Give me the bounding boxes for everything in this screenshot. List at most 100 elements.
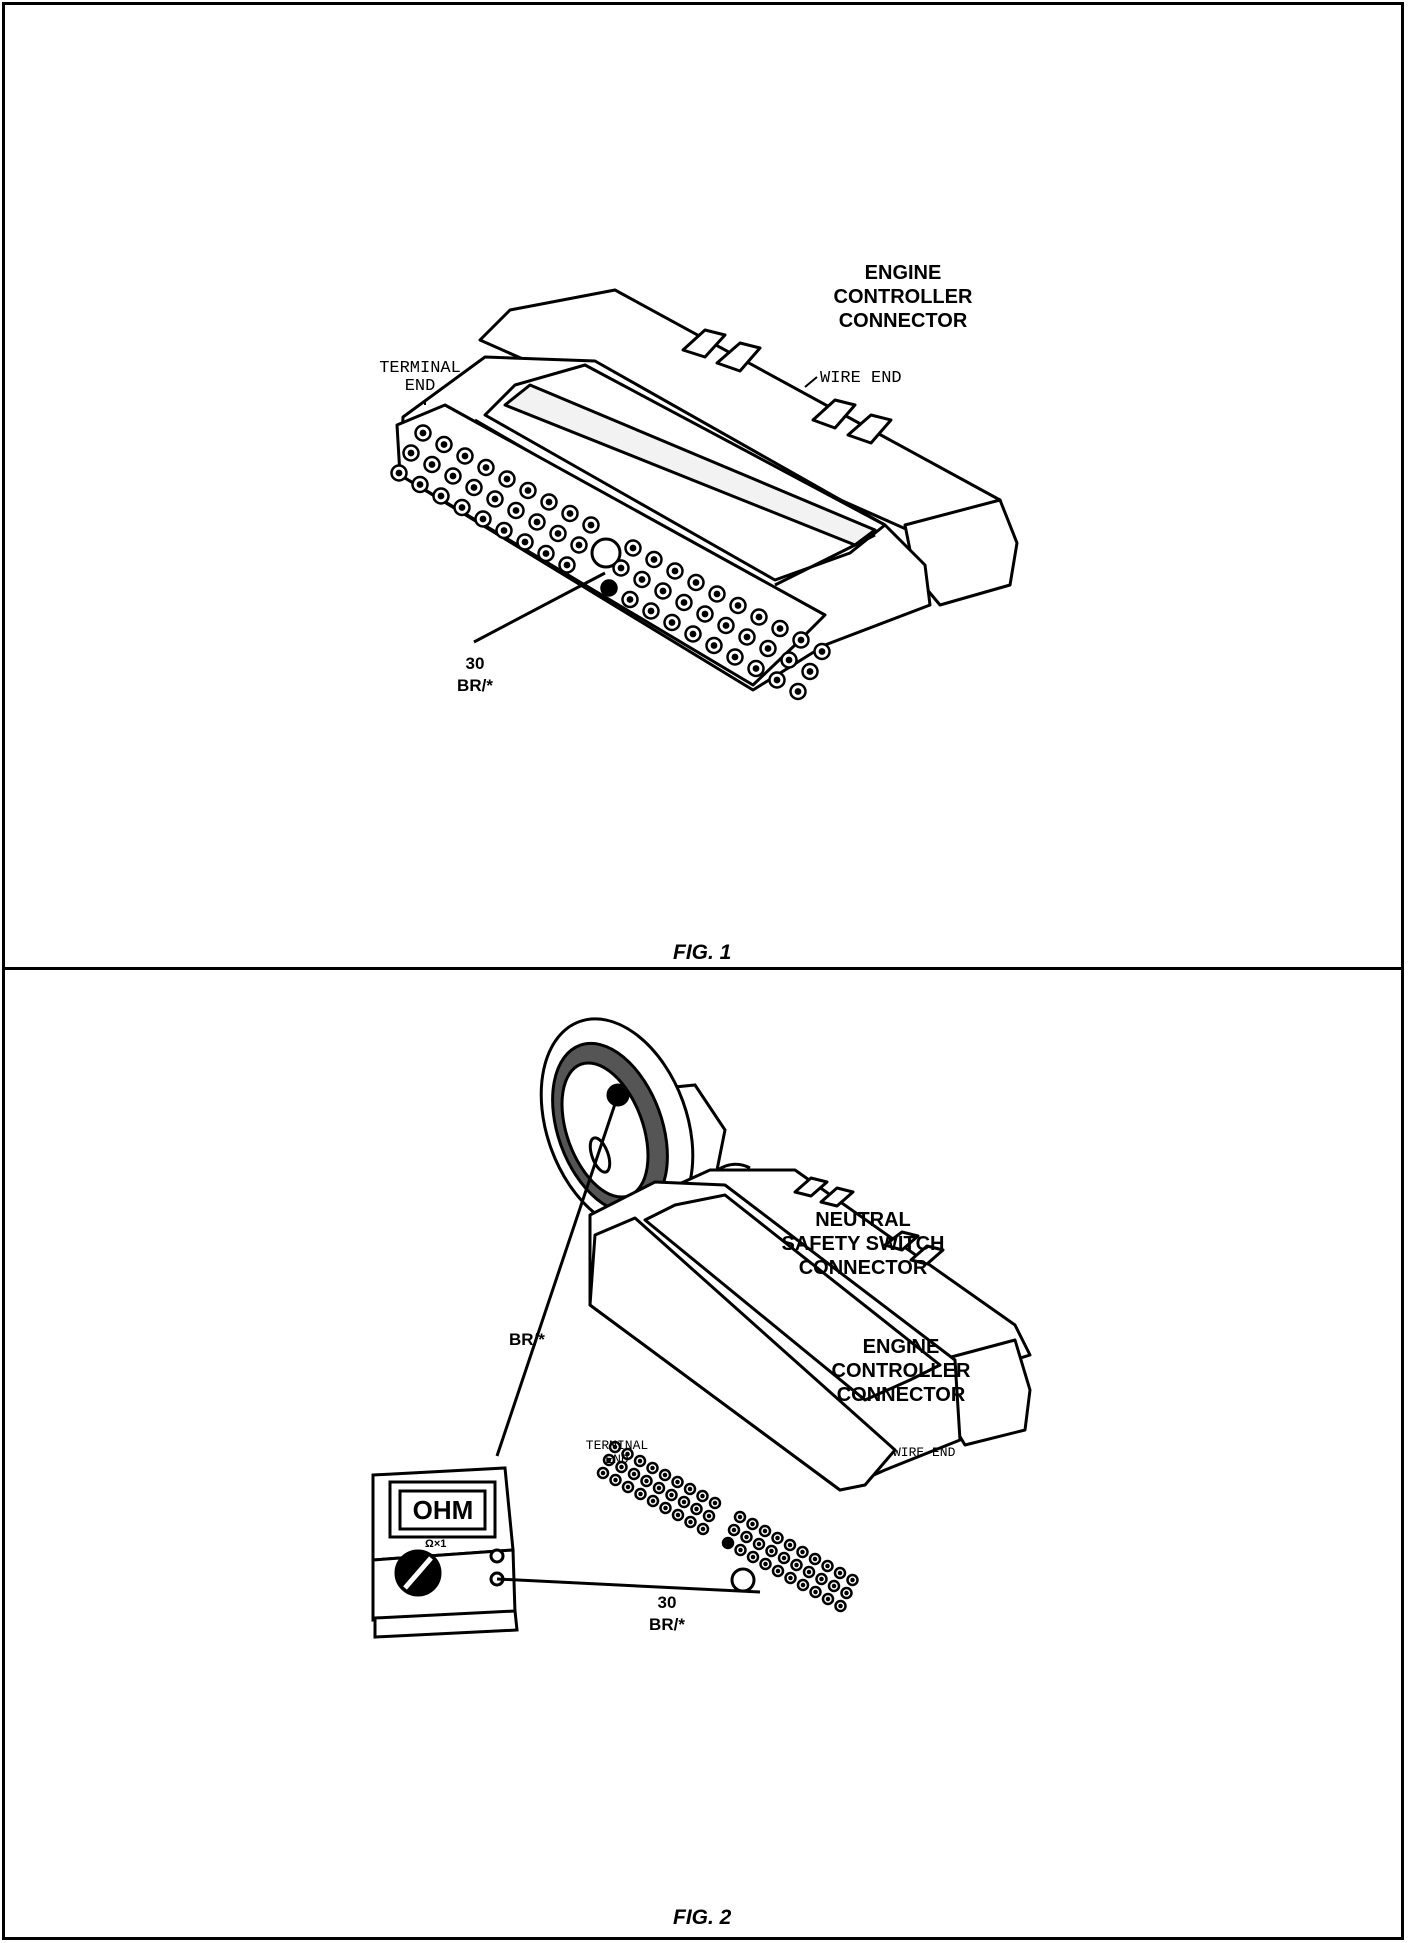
connector-pin-center	[734, 602, 742, 609]
terminal-end-label-2: TERMINAL END	[577, 1439, 657, 1467]
connector-pin-center	[479, 515, 487, 523]
connector-pin-center	[700, 1493, 705, 1499]
connector-title-line-3: CONNECTOR	[838, 310, 968, 332]
connector-pin-center	[837, 1570, 843, 1576]
meter-range: Ω×1	[425, 1538, 447, 1550]
connector-pin-center	[656, 1485, 662, 1491]
connector-pin-center	[675, 1479, 680, 1485]
connector-title-1: ENGINE CONTROLLER CONNECTOR	[833, 261, 973, 333]
connector-pin-center	[482, 464, 490, 471]
connector-pin-center	[461, 452, 469, 460]
connector-pin-center	[500, 527, 508, 534]
connector-pin-center	[524, 487, 532, 494]
connector-pin-center	[625, 1451, 630, 1457]
connector-pin-center	[788, 1575, 793, 1581]
connector-pin-center	[688, 1519, 693, 1525]
terminal-end-line-2: END	[404, 377, 436, 396]
connector-pin-center	[512, 507, 520, 514]
connector-pin-center	[625, 1484, 631, 1490]
connector-title-line-2: CONTROLLER	[831, 1360, 971, 1382]
connector-pin-center	[617, 564, 625, 572]
connector-pin-center	[659, 587, 667, 595]
connector-pin-center	[800, 1582, 806, 1588]
connector-pin-center	[626, 596, 634, 603]
connector-pin-center	[800, 1549, 805, 1555]
connector-pin-center	[744, 1534, 749, 1540]
connector-pin-center	[612, 1444, 618, 1450]
connector-pin-center	[700, 1526, 706, 1532]
connector-pin-center	[750, 1554, 756, 1560]
pin-number: 30	[657, 1593, 677, 1612]
terminal-end-line-1: TERMINAL	[379, 359, 461, 378]
connector-title-line-1: ENGINE	[864, 262, 942, 284]
connector-pin-center	[806, 668, 814, 675]
connector-pin-center	[416, 481, 424, 488]
connector-pin-center	[694, 1506, 699, 1512]
connector-pin-center	[819, 1576, 824, 1582]
wire-color: BR/*	[649, 1615, 685, 1634]
terminal-end-label-1: TERMINAL END	[365, 360, 475, 396]
terminal-end-line-1: TERMINAL	[585, 1438, 649, 1453]
connector-pin-center	[737, 1514, 743, 1520]
connector-pin-center	[776, 625, 784, 632]
connector-pin-center	[797, 636, 805, 644]
pin-number: 30	[465, 654, 485, 673]
wire-end-label-1: WIRE END	[820, 369, 902, 388]
connector-pin-center	[794, 688, 802, 695]
connector-pin-center	[503, 475, 511, 483]
connector-pin-center	[600, 1470, 606, 1476]
connector-pin-center	[521, 538, 529, 546]
connector-pin-center	[681, 1499, 687, 1505]
connector-pin-center	[775, 1568, 781, 1574]
connector-title-line-2: CONTROLLER	[833, 286, 973, 308]
connector-pin-center	[440, 441, 448, 448]
connector-title-2: ENGINE CONTROLLER CONNECTOR	[831, 1335, 971, 1407]
connector-pin-center	[712, 1500, 718, 1506]
connector-pin-center	[566, 510, 574, 517]
connector-pin-center	[850, 1577, 855, 1583]
connector-pin-center	[638, 1491, 643, 1497]
connector-pin-center	[781, 1555, 787, 1561]
switch-wire-color: BR/*	[509, 1330, 545, 1349]
connector-pin-center	[606, 1457, 612, 1463]
connector-pin-center	[787, 1542, 793, 1548]
connector-pin-center	[575, 541, 583, 549]
connector-pin-center	[647, 607, 655, 615]
connector-pin-center	[701, 610, 709, 618]
figure-2-art	[371, 1017, 1032, 1639]
connector-pin-center	[813, 1589, 818, 1595]
connector-pin-center	[731, 1527, 737, 1533]
connector-pin-center	[755, 613, 763, 621]
connector-pin-center	[638, 576, 646, 583]
connector-pin-center	[650, 556, 658, 563]
connector-pin-center	[775, 1535, 780, 1541]
connector-pin-center	[687, 1486, 693, 1492]
connector-pin-center	[613, 1477, 618, 1483]
connector-pin-center	[644, 1478, 649, 1484]
connector-pin-center	[542, 550, 550, 557]
connector-pin-center	[756, 1541, 762, 1547]
connector-pin-center	[470, 484, 478, 491]
connector-pin-center	[619, 1464, 624, 1470]
connector-pin-center	[785, 656, 793, 664]
ohmmeter-icon	[371, 1466, 519, 1639]
switch-title-line-2: SAFETY SWITCH	[781, 1233, 945, 1255]
connector-pin-center	[668, 619, 676, 626]
connector-pin-center	[692, 579, 700, 586]
connector-pin-center	[675, 1512, 681, 1518]
connector-pin-center	[419, 429, 427, 437]
switch-title-line-3: CONNECTOR	[798, 1257, 928, 1279]
figure-caption-1: FIG. 1	[673, 941, 732, 964]
switch-title: NEUTRAL SAFETY SWITCH CONNECTOR	[773, 1208, 953, 1280]
figure-2-panel: NEUTRAL SAFETY SWITCH CONNECTOR BR/* ENG…	[2, 967, 1404, 1940]
connector-pin-center	[554, 530, 562, 537]
pin-30	[721, 1536, 735, 1550]
connector-pin-center	[818, 648, 826, 655]
connector-pin-center	[794, 1562, 799, 1568]
connector-pin-center	[806, 1569, 812, 1575]
connector-pin-center	[662, 1472, 668, 1478]
connector-pin-center	[407, 449, 415, 457]
connector-pin-center	[437, 492, 445, 500]
connector-pin-center	[563, 561, 571, 569]
connector-pin-center	[762, 1528, 768, 1534]
